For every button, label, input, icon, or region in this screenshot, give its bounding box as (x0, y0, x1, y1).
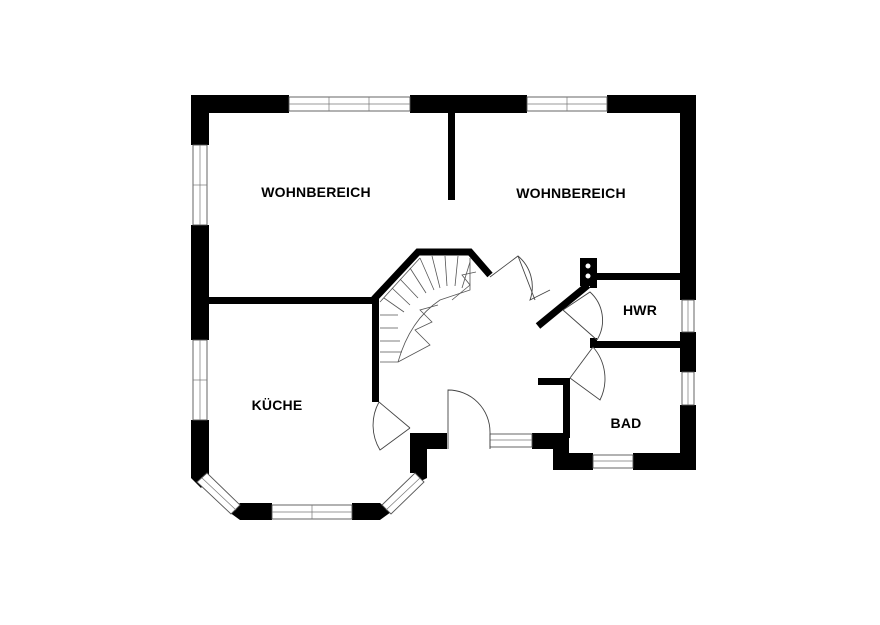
wall-right-middle (680, 332, 696, 372)
room-label-kueche: KÜCHE (252, 397, 303, 413)
room-label-bad: BAD (611, 415, 642, 431)
wall-entrance-right (532, 433, 569, 449)
window-bay-diagonal-left (196, 472, 241, 515)
wall-hwr-door-post (590, 278, 597, 288)
window-entrance (489, 433, 533, 448)
wall-bay-corner-right (411, 462, 427, 482)
door-hwr (562, 291, 603, 341)
window-bay-bottom (271, 504, 353, 520)
door-bath (569, 346, 606, 401)
wall-hwr-top (594, 273, 682, 280)
wall-kitchen-right (372, 297, 379, 402)
windows (192, 96, 695, 520)
wall-hwr-door-post-bottom (590, 338, 597, 348)
wall-top-right (607, 95, 696, 113)
wall-bay-bottom-left (229, 503, 272, 520)
spiral-staircase (379, 255, 477, 363)
window-right-bath (681, 371, 695, 406)
door-kitchen (372, 401, 411, 451)
wall-diagonal-hall (535, 282, 591, 329)
window-top-left (288, 96, 411, 112)
wall-top-middle (410, 95, 527, 113)
wall-left-upper (191, 95, 209, 145)
door-living (489, 255, 551, 301)
wall-kitchen-top (208, 297, 373, 304)
wall-bath-west-stub (538, 378, 568, 385)
wall-bottom-bath-right (633, 453, 696, 470)
wall-living-divider (448, 108, 455, 200)
wall-left-lower (191, 420, 209, 478)
wall-left-middle (191, 225, 209, 340)
doors (372, 255, 606, 451)
stair-enclosure-wall (371, 248, 493, 301)
chimney-flue-top (585, 263, 591, 269)
wall-bath-west (563, 378, 570, 438)
wall-hwr-bottom (594, 341, 682, 348)
window-right-hwr (681, 299, 695, 333)
wall-top-left (191, 95, 289, 113)
walls (191, 95, 696, 520)
window-bay-diagonal-right (381, 472, 425, 515)
room-label-wohnbereich-right: WOHNBEREICH (516, 185, 626, 201)
window-left-lower (192, 339, 208, 421)
window-left-upper (192, 144, 208, 226)
window-top-right (526, 96, 608, 112)
room-label-hwr: HWR (623, 302, 657, 318)
door-entrance (447, 389, 491, 449)
wall-bay-bottom-right (352, 503, 391, 520)
chimney-flue-bottom (585, 273, 591, 279)
wall-right-upper (680, 95, 696, 300)
window-bottom-bath (592, 454, 634, 469)
room-label-wohnbereich-left: WOHNBEREICH (261, 184, 371, 200)
